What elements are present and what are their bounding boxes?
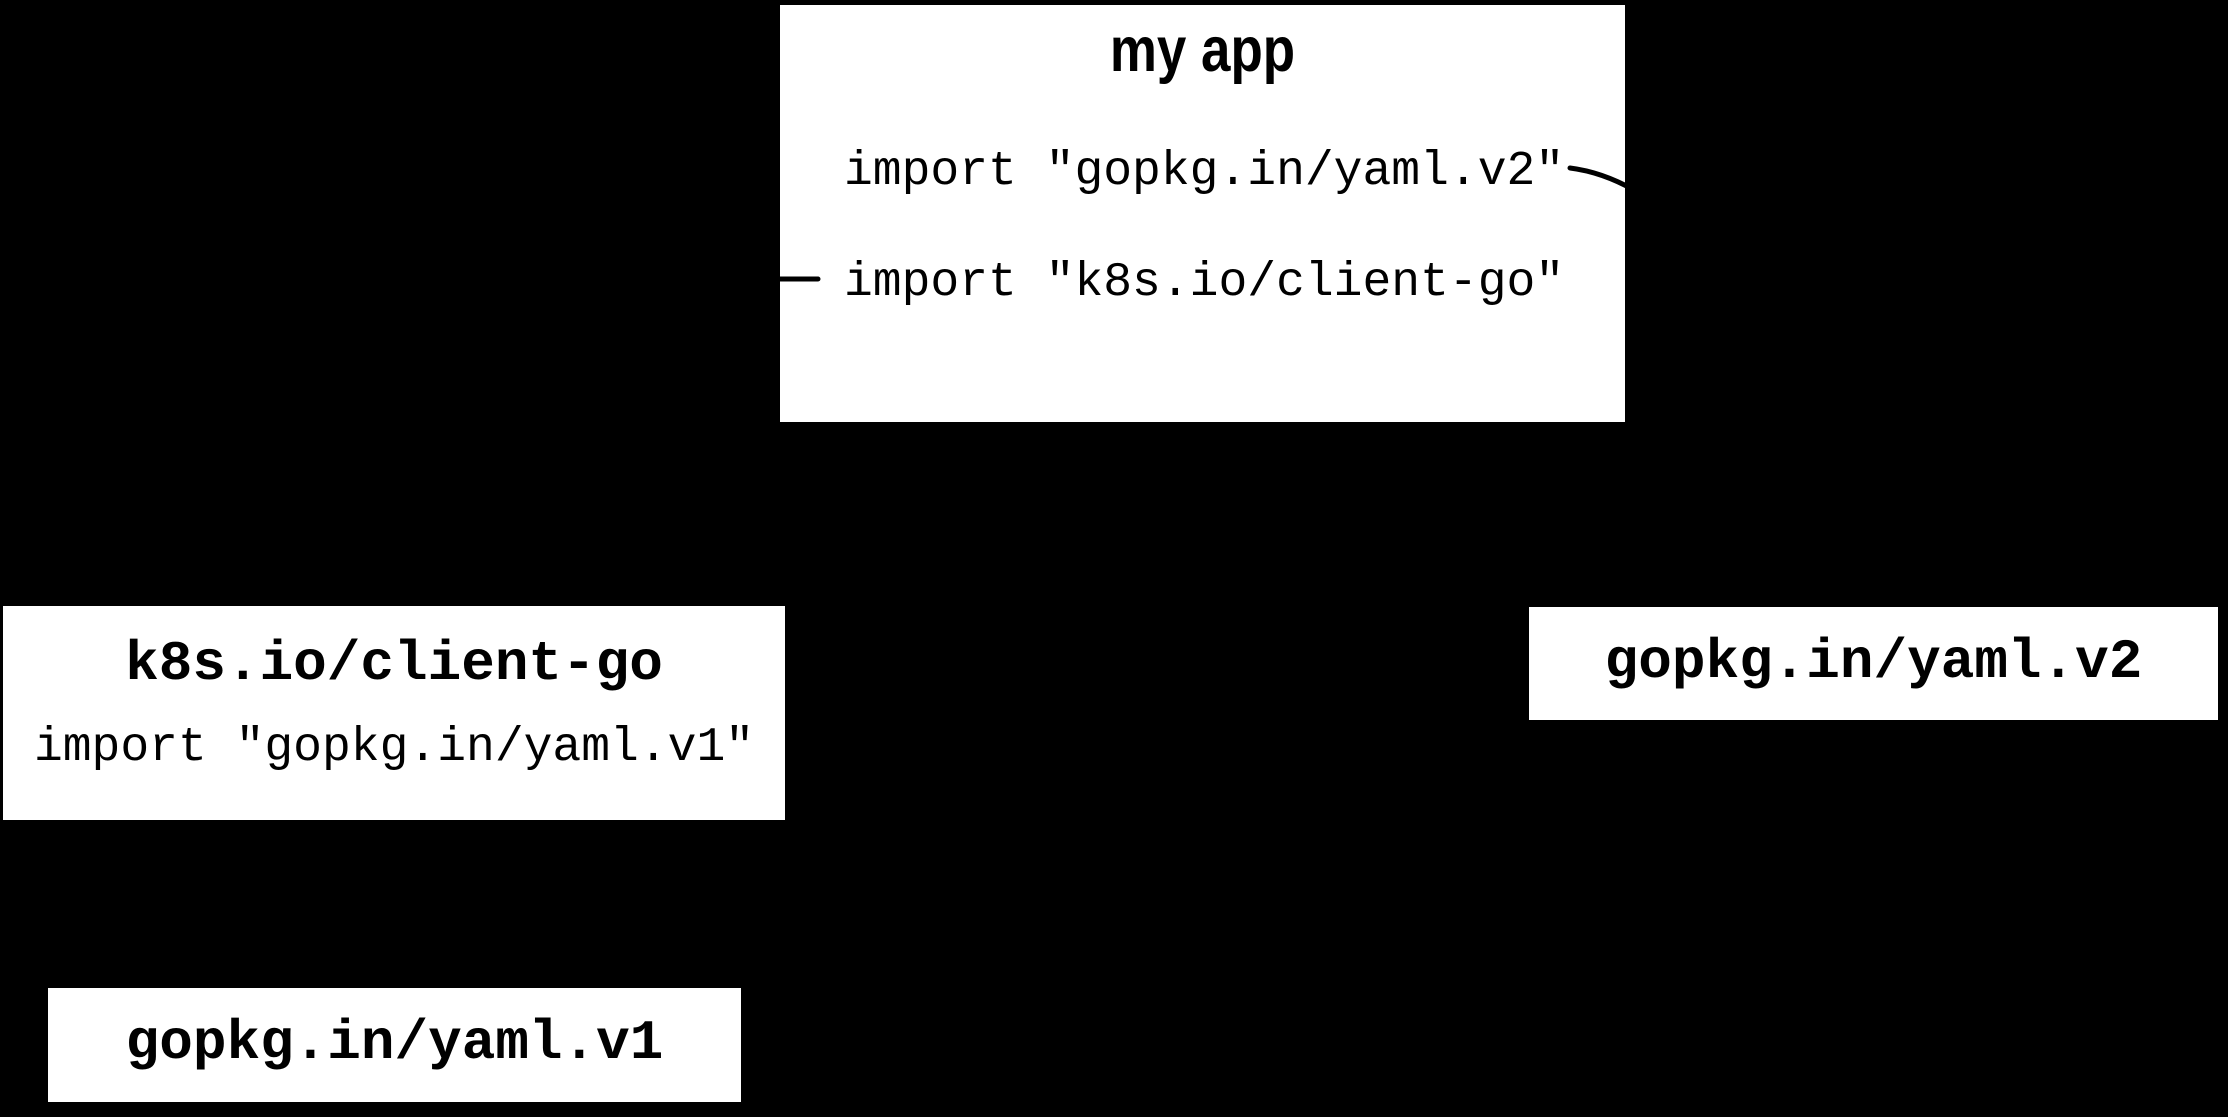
import-statement: import "gopkg.in/yaml.v2" bbox=[844, 145, 1565, 199]
node-title: gopkg.in/yaml.v2 bbox=[1604, 630, 2143, 694]
node-yaml-v1: gopkg.in/yaml.v1 bbox=[48, 988, 741, 1102]
node-title: k8s.io/client-go bbox=[125, 632, 663, 696]
node-title: gopkg.in/yaml.v1 bbox=[125, 1011, 664, 1075]
node-yaml-v2: gopkg.in/yaml.v2 bbox=[1529, 607, 2218, 720]
import-statement: import "k8s.io/client-go" bbox=[844, 256, 1565, 310]
import-statement: import "gopkg.in/yaml.v1" bbox=[33, 721, 755, 775]
node-client-go: k8s.io/client-go import "gopkg.in/yaml.v… bbox=[3, 606, 785, 820]
node-my-app: my app import "gopkg.in/yaml.v2" import … bbox=[780, 5, 1625, 422]
node-title: my app bbox=[1109, 15, 1296, 85]
